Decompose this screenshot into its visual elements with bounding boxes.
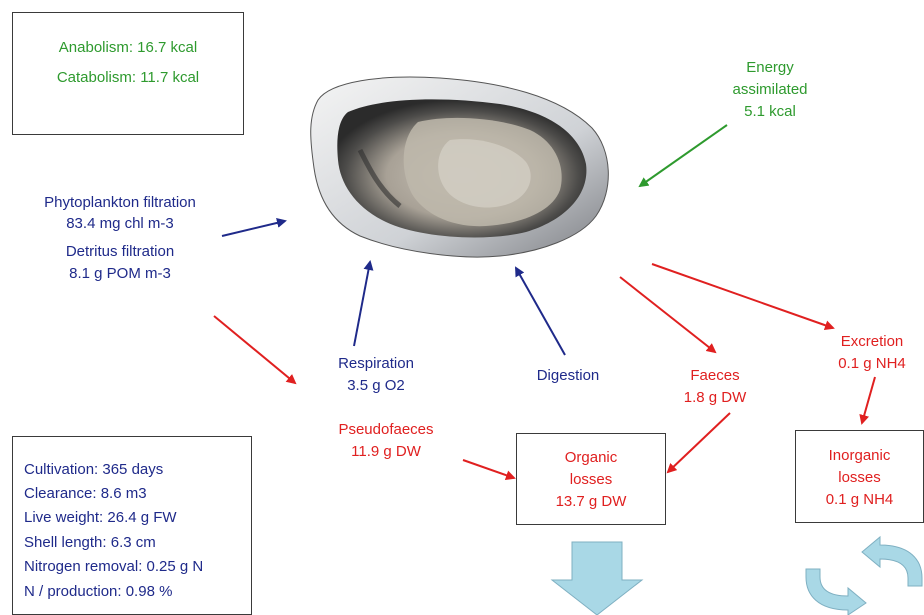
pseudofaeces-arrow [214, 316, 295, 383]
excretion-arrow [652, 264, 833, 328]
recycle-icon [806, 537, 922, 615]
energy-assimilated-arrow [640, 125, 727, 186]
digestion-arrow [516, 268, 565, 355]
pseudofaeces-to-organic-arrow [463, 460, 514, 478]
down-arrow-icon [552, 542, 642, 615]
excretion-to-inorganic-arrow [862, 377, 875, 423]
faeces-to-organic-arrow [668, 413, 730, 472]
faeces-arrow [620, 277, 715, 352]
respiration-arrow [354, 262, 370, 346]
filtration-arrow [222, 221, 285, 236]
